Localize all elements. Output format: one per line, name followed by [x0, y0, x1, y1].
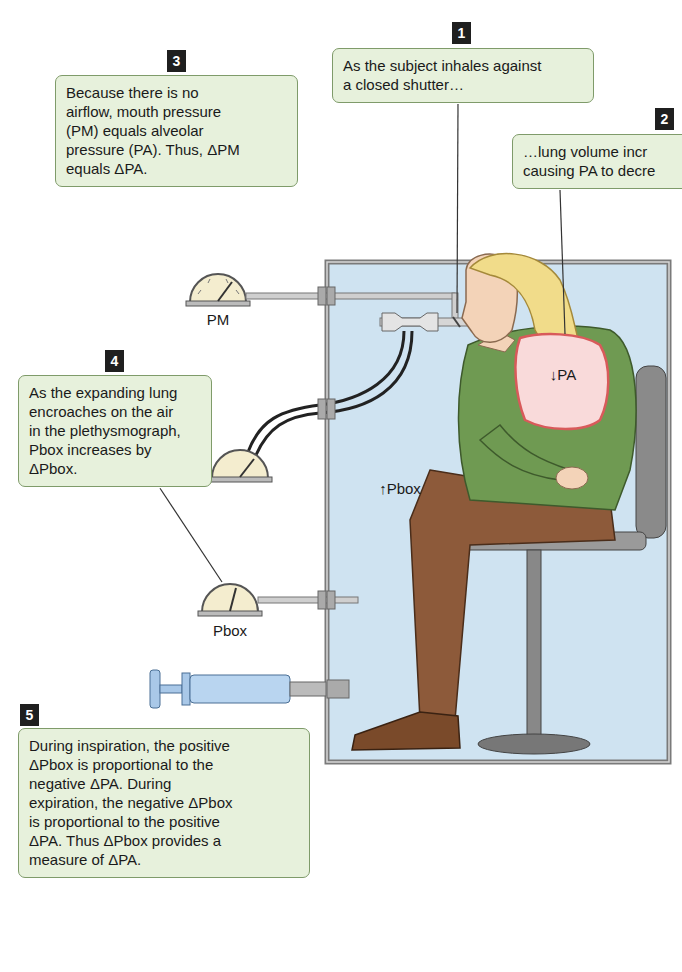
pressure-label: ↑Pbox: [360, 480, 440, 497]
callout-box: Because there is no airflow, mouth press…: [55, 75, 298, 187]
wall-fitting: [318, 399, 326, 419]
pbox-gauge: [198, 584, 358, 616]
leader-line: [457, 104, 458, 313]
callout-number: 5: [20, 704, 39, 726]
callout-number: 1: [452, 22, 471, 44]
callout-text: As the subject inhales against a closed …: [343, 56, 543, 94]
flow-gauge: [208, 450, 272, 482]
wall-fitting: [327, 399, 335, 419]
callout-box: …lung volume incr causing PA to decre: [512, 134, 682, 189]
callout-text: During inspiration, the positive ΔPbox i…: [29, 736, 234, 869]
callout-text: …lung volume incr causing PA to decre: [523, 142, 682, 180]
leader-line: [160, 488, 222, 582]
callout-text: As the expanding lung encroaches on the …: [29, 383, 181, 478]
callout-number: 3: [167, 50, 186, 72]
callout-number: 2: [655, 108, 674, 130]
pressure-label: PM: [188, 311, 248, 328]
pressure-label: Pbox: [200, 622, 260, 639]
pressure-tubes: [248, 331, 412, 455]
callout-box: During inspiration, the positive ΔPbox i…: [18, 728, 310, 878]
leader-line: [560, 190, 565, 334]
calibration-syringe: [150, 670, 349, 708]
lung: [515, 334, 608, 429]
pressure-label: ↓PA: [528, 366, 598, 383]
callout-box: As the expanding lung encroaches on the …: [18, 375, 212, 487]
subject: [352, 254, 636, 750]
callout-number: 4: [105, 350, 124, 372]
callout-box: As the subject inhales against a closed …: [332, 48, 594, 103]
callout-text: Because there is no airflow, mouth press…: [66, 83, 248, 178]
